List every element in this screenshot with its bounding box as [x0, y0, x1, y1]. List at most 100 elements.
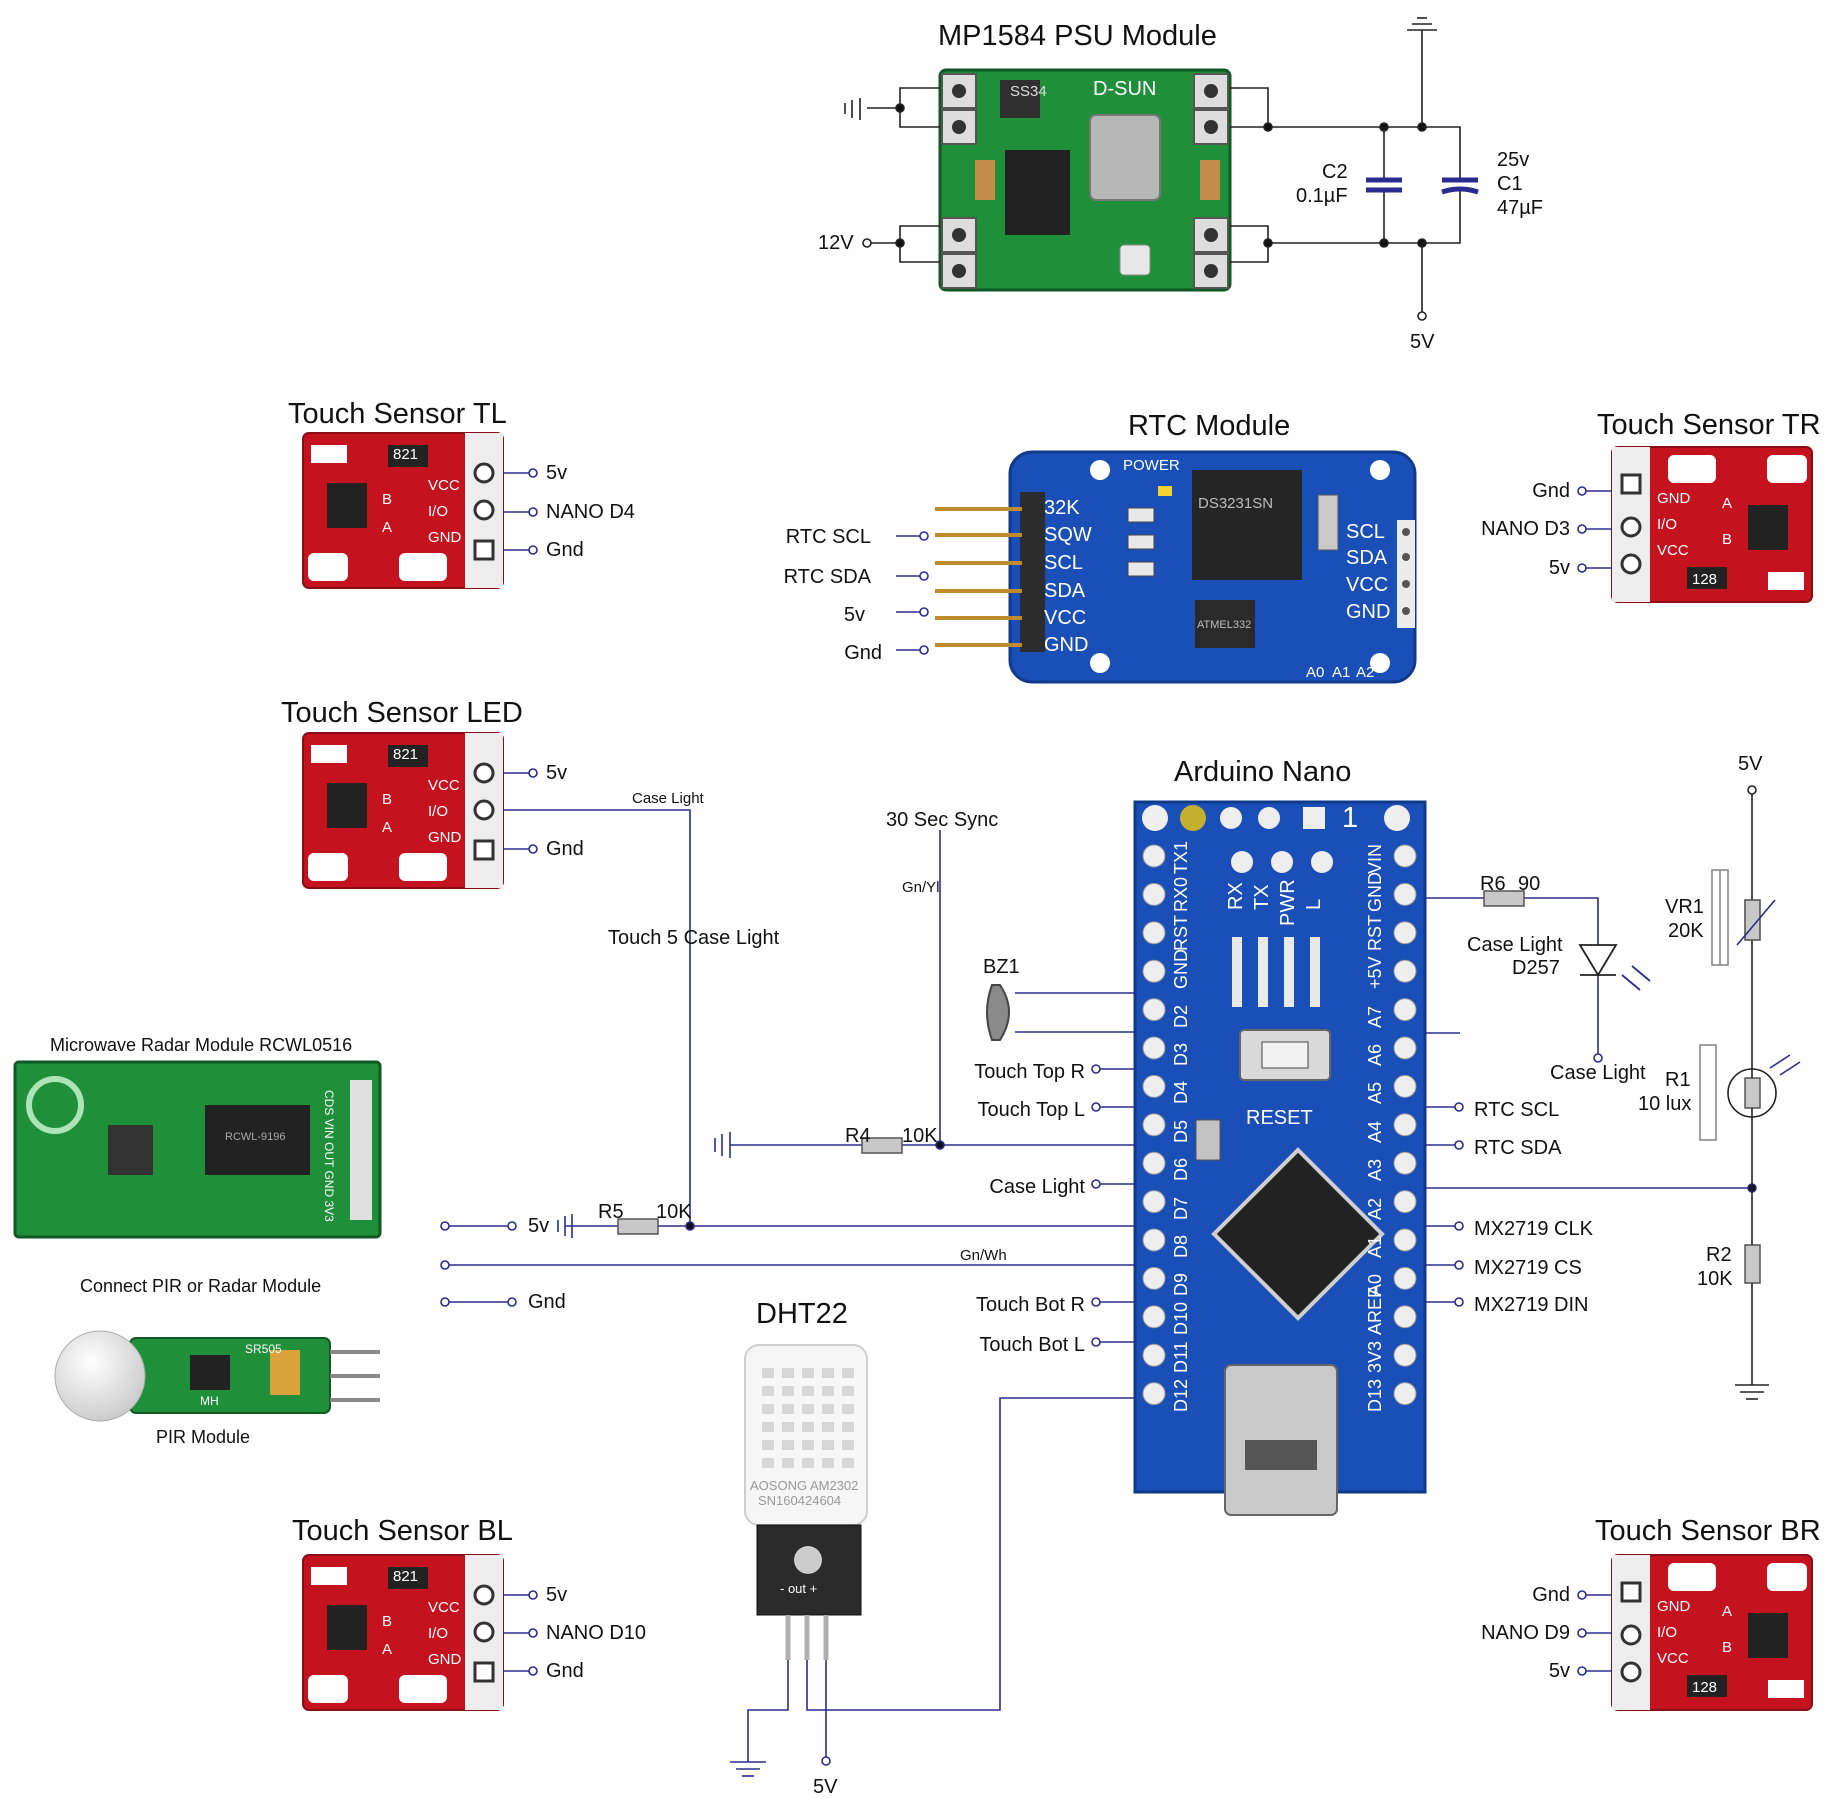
- nano-led-tx: TX: [1251, 884, 1273, 910]
- nano-right-pin-hole: [1393, 1305, 1417, 1329]
- dht22-vent-slot: [822, 1440, 834, 1450]
- dht22-vent-slot: [762, 1386, 774, 1396]
- dht22-vent-slot: [762, 1404, 774, 1414]
- dht22-wiring: [730, 1660, 831, 1777]
- c2-value: 0.1µF: [1296, 185, 1348, 207]
- nano-right-pin-label: GND: [1365, 872, 1385, 913]
- rtc-right-pin: SCL: [1346, 521, 1385, 543]
- nano-right-pin-label: A1: [1365, 1235, 1385, 1258]
- dht22-vent-slot: [842, 1368, 854, 1378]
- psu-capacitors: [1366, 177, 1479, 195]
- rtc-wire-gnd: Gnd: [844, 642, 882, 664]
- nano-left-pin-label: D5: [1171, 1119, 1191, 1143]
- nano-right-pin-label: RST: [1365, 914, 1385, 951]
- nano-left-pin-label: D12: [1171, 1378, 1191, 1412]
- nano-left-pin-hole: [1142, 1036, 1166, 1060]
- touch-tl-pad-a: A: [382, 519, 393, 536]
- dht22-vent-slot: [822, 1386, 834, 1396]
- touch-br-pin-5v: 5v: [1548, 1660, 1570, 1682]
- nano-left-pin-label: RST: [1171, 914, 1191, 951]
- touch-tl-vcc: VCC: [428, 477, 460, 494]
- touch-sensor-tr-board: [1611, 446, 1813, 603]
- dht22-vent-slot: [762, 1440, 774, 1450]
- dht22-vent-slot: [762, 1422, 774, 1432]
- touch-br-chip: 128: [1692, 1679, 1718, 1696]
- touch-sensor-br-board: [1611, 1554, 1813, 1711]
- rtc-wire-sda: RTC SDA: [783, 566, 871, 588]
- nano-left-pin-hole: [1142, 1305, 1166, 1329]
- dht22-vent-slot: [782, 1440, 794, 1450]
- touch-tr-pad-b: B: [1722, 531, 1733, 548]
- touch-sensor-bl-board: [302, 1554, 504, 1711]
- buzzer-ref: BZ1: [983, 956, 1020, 978]
- radar-connect-label: Connect PIR or Radar Module: [80, 1276, 322, 1296]
- dht22-vent-slot: [842, 1422, 854, 1432]
- nano-right-pin-label: 3V3: [1365, 1341, 1385, 1374]
- rtc-right-pin: VCC: [1346, 574, 1389, 596]
- arduino-nano-board: [1133, 800, 1427, 1516]
- nano-left-pin-hole: [1142, 844, 1166, 868]
- dht22-vent-slot: [802, 1458, 814, 1468]
- rtc-left-pin: GND: [1044, 634, 1089, 656]
- nano-left-pin-label: RX0: [1171, 877, 1191, 913]
- nano-right-pin-hole: [1393, 959, 1417, 983]
- touch-tr-pin-d3: NANO D3: [1481, 518, 1570, 540]
- nano-right-pin-hole: [1393, 1151, 1417, 1175]
- touch-br-pad-b: B: [1722, 1639, 1733, 1656]
- sync-wire-color: Gn/Yl: [902, 879, 940, 896]
- touch-tl-pin-5v: 5v: [546, 462, 568, 484]
- touch-br-pad-a: A: [1722, 1603, 1733, 1620]
- nano-wire-a2: MX2719 CLK: [1474, 1218, 1593, 1240]
- nano-right-pin-label: A4: [1365, 1120, 1385, 1143]
- touch-sensor-wiring: [503, 468, 1612, 1676]
- nano-left-pin-hole: [1142, 1343, 1166, 1367]
- nano-left-pin-label: D2: [1171, 1004, 1191, 1028]
- buzzer-symbol: [986, 984, 1010, 1041]
- touch-bl-pad-a: A: [382, 1641, 393, 1658]
- psu-12v-label: 12V: [818, 232, 854, 254]
- nano-right-pin-hole: [1393, 1190, 1417, 1214]
- dht22-sensor: [744, 1344, 868, 1660]
- nano-left-pin-label: D4: [1171, 1081, 1191, 1105]
- nano-wire-a4: RTC SDA: [1474, 1137, 1562, 1159]
- nano-left-pin-hole: [1142, 882, 1166, 906]
- ldr-5v-label: 5V: [1738, 753, 1763, 775]
- radar-chip: RCWL-9196: [225, 1131, 286, 1143]
- nano-right-pin-hole: [1393, 1382, 1417, 1406]
- touch-br-title: Touch Sensor BR: [1595, 1515, 1821, 1547]
- dht22-vent-slot: [802, 1386, 814, 1396]
- nano-right-pin-hole: [1393, 1343, 1417, 1367]
- nano-right-pin-label: A2: [1365, 1197, 1385, 1220]
- touch-tl-pin-gnd: Gnd: [546, 539, 584, 561]
- touch-tr-pad-a: A: [1722, 495, 1733, 512]
- rtc-left-pin: 32K: [1044, 497, 1080, 519]
- dht22-vent-slot: [822, 1458, 834, 1468]
- nano-left-pin-hole: [1142, 959, 1166, 983]
- nano-title: Arduino Nano: [1174, 756, 1352, 788]
- nano-wire-a1: MX2719 CS: [1474, 1257, 1582, 1279]
- nano-left-pin-hole: [1142, 998, 1166, 1022]
- touch-bl-gnd: GND: [428, 1651, 462, 1668]
- nano-right-pin-label: AREF: [1365, 1286, 1385, 1335]
- nano-wire-a5: RTC SCL: [1474, 1099, 1560, 1121]
- touch-br-pin-d9: NANO D9: [1481, 1622, 1570, 1644]
- touch-led-case-light: Case Light: [632, 790, 704, 807]
- psu-title: MP1584 PSU Module: [938, 20, 1217, 52]
- nano-left-pin-hole: [1142, 1151, 1166, 1175]
- touch-led-pin-5v: 5v: [546, 762, 568, 784]
- pir-module: [54, 1330, 380, 1422]
- touch-br-io: I/O: [1657, 1624, 1678, 1641]
- r4-value: 10K: [902, 1125, 938, 1147]
- vr1-ref: VR1: [1665, 896, 1704, 918]
- r4-ref: R4: [845, 1125, 871, 1147]
- psu-module: [938, 68, 1232, 292]
- dht22-vent-slot: [802, 1440, 814, 1450]
- nano-right-pin-hole: [1393, 1228, 1417, 1252]
- dht22-vent-slot: [782, 1368, 794, 1378]
- radar-title: Microwave Radar Module RCWL0516: [50, 1035, 353, 1055]
- rtc-wire-scl: RTC SCL: [785, 526, 871, 548]
- dht-serial: SN160424604: [758, 1493, 842, 1508]
- r6-value: 90: [1518, 873, 1541, 895]
